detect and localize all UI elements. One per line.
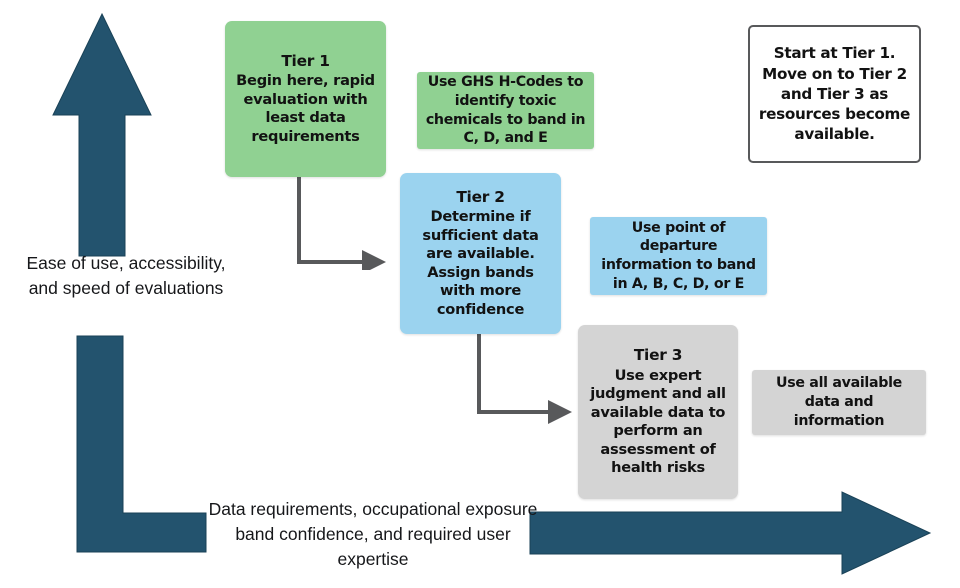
connector-tier2-to-tier3 [477,330,572,424]
callout-line2-prefix: Move on to [762,64,860,83]
up-arrow-icon [52,12,152,257]
connector-tier1-to-tier2 [297,174,386,270]
vertical-axis-caption: Ease of use, accessibility, and speed of… [26,253,226,298]
tier-3-title: Tier 3 [633,346,683,365]
tier-1-box[interactable]: Tier 1 Begin here, rapid evaluation with… [225,21,386,177]
callout-line2-bold: Tier 2 [859,64,907,83]
callout-line3-suffix: as [864,84,889,103]
tier-2-body: Determine if sufficient data are availab… [422,208,539,318]
note-3-text: Use all available data and information [775,375,902,429]
note-1-text: Use GHS H-Codes to identify toxic chemic… [425,74,586,147]
tier-1-title: Tier 1 [281,51,330,70]
start-at-tier-callout-text: Start at Tier 1. Move on to Tier 2 and T… [758,43,911,144]
callout-line1-prefix: Start at [773,44,843,63]
tier-2-title: Tier 2 [456,187,505,206]
note-point-of-departure[interactable]: Use point of departure information to ba… [590,217,767,295]
horizontal-axis-caption: Data requirements, occupational exposure… [208,499,538,569]
callout-line3-bold: Tier 3 [816,84,865,103]
note-all-available-data[interactable]: Use all available data and information [752,370,926,435]
callout-line1-suffix: . [889,44,896,63]
tier-2-box[interactable]: Tier 2 Determine if sufficient data are … [400,173,561,334]
axis-corner-shape [76,335,207,553]
tier-3-body: Use expert judgment and all available da… [590,366,726,477]
right-arrow-icon [529,491,932,575]
note-ghs-h-codes[interactable]: Use GHS H-Codes to identify toxic chemic… [417,72,594,149]
callout-line3-prefix: and [780,84,817,103]
callout-line4: resources become [758,105,911,124]
tier-1-body: Begin here, rapid evaluation with least … [236,72,375,145]
note-2-text: Use point of departure information to ba… [601,219,756,292]
callout-line5: available. [794,125,875,144]
callout-line1-bold: Tier 1 [842,44,890,63]
start-at-tier-callout[interactable]: Start at Tier 1. Move on to Tier 2 and T… [748,25,921,163]
tier-3-box[interactable]: Tier 3 Use expert judgment and all avail… [578,325,738,499]
